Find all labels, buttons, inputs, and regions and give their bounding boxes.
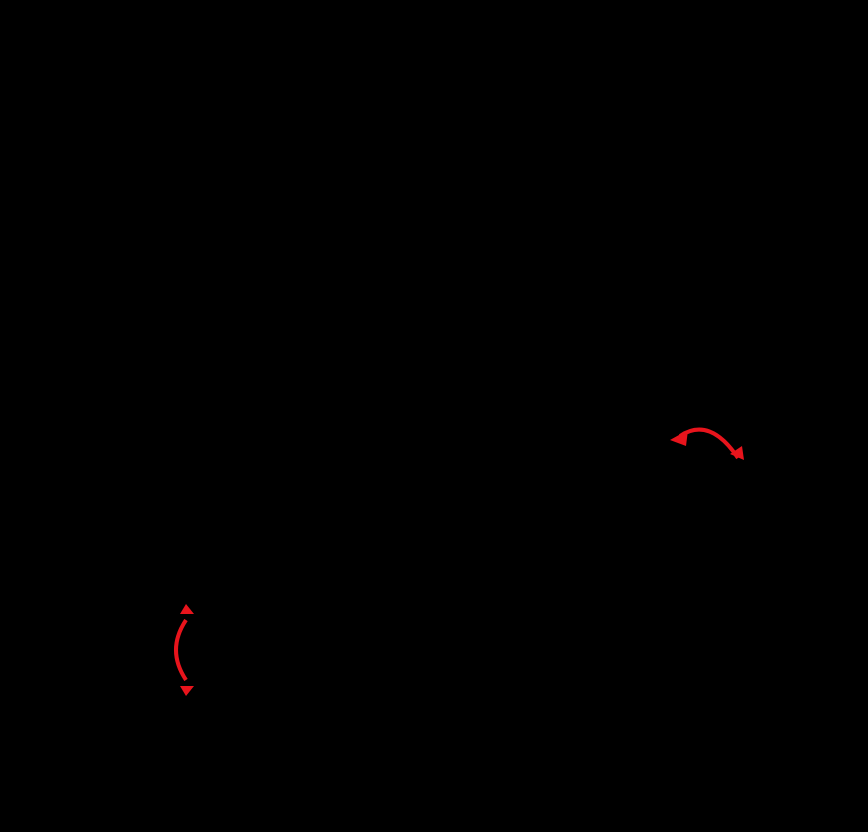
label-x1: X1 — [336, 72, 363, 106]
label-x0: X0 — [268, 592, 295, 626]
label-ivkialvas: Ívkialvás — [730, 506, 830, 536]
label-rh-bot: Rh — [474, 570, 503, 604]
selector-arrow-icon — [174, 604, 194, 696]
label-x2: X2 — [336, 332, 363, 366]
label-u1: U1 — [472, 174, 501, 208]
label-3r: 3R — [2, 722, 35, 752]
label-zarlat: Zárlat — [740, 358, 807, 388]
u2-arrow — [446, 392, 466, 522]
inductor-x1 — [303, 119, 401, 133]
label-u0: U0 — [472, 722, 501, 756]
wiring — [72, 0, 696, 827]
bus-dots — [121, 821, 461, 831]
ac-source-icon — [231, 132, 456, 263]
inductor-x0 — [190, 639, 456, 653]
resistor-rh-bot — [445, 522, 467, 652]
loop-x2 — [259, 379, 456, 523]
label-rh-top: Rh — [474, 52, 503, 86]
label-rh-mid: Rh — [474, 310, 503, 344]
resistor-3r — [61, 630, 83, 826]
capacitor-xc0 — [352, 652, 404, 826]
fault-switch-icon — [689, 406, 729, 482]
u0-arrow — [446, 652, 466, 826]
label-xc0: XC0 — [292, 720, 332, 754]
resistor-rh-mid — [445, 262, 467, 392]
label-u2: U2 — [472, 440, 501, 474]
grounding-selector-icon — [72, 603, 191, 701]
fault-switch-arrow-icon — [670, 427, 744, 460]
resistor-rh-top — [445, 33, 467, 132]
label-3l: 3L — [200, 722, 229, 752]
u1-arrow — [446, 132, 466, 262]
